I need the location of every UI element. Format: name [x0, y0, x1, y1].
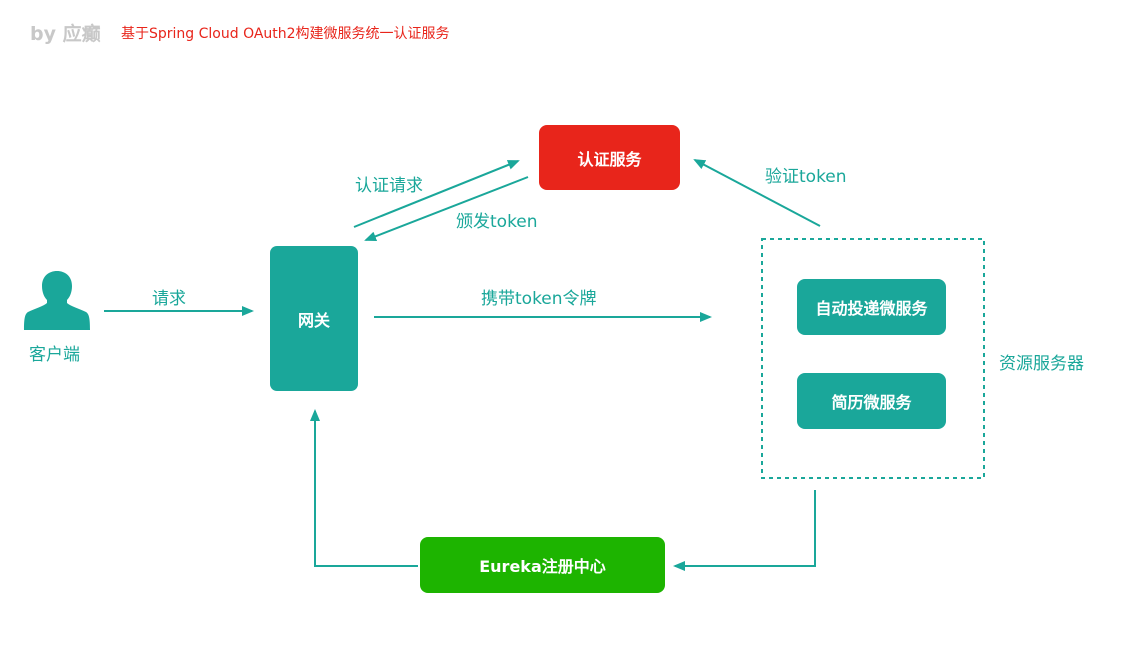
auto-delivery-service-node: 自动投递微服务: [797, 279, 946, 335]
auth-service-node: 认证服务: [539, 125, 680, 190]
diagram-title: 基于Spring Cloud OAuth2构建微服务统一认证服务: [121, 26, 450, 42]
edge-label-issue-token: 颁发token: [456, 212, 538, 232]
arrow-gateway-to-auth: [353, 160, 520, 228]
edge-label-request: 请求: [152, 289, 186, 309]
resource-server-boundary: [761, 238, 985, 479]
gateway-node: 网关: [270, 246, 358, 391]
arrow-eureka-to-gateway: [310, 409, 418, 567]
edge-label-auth-request: 认证请求: [355, 176, 423, 196]
resume-service-node: 简历微服务: [797, 373, 946, 429]
edge-label-carry-token: 携带token令牌: [481, 289, 597, 309]
edge-label-verify-token: 验证token: [765, 167, 847, 187]
arrow-auth-to-gateway: [364, 176, 529, 242]
eureka-registry-node: Eureka注册中心: [420, 537, 665, 593]
arrow-resource-to-auth: [693, 159, 821, 227]
client-label: 客户端: [29, 345, 80, 365]
resource-server-label: 资源服务器: [999, 354, 1084, 374]
author-watermark: by 应癫: [30, 23, 101, 45]
arrow-resource-to-eureka: [673, 490, 816, 571]
user-icon: [24, 271, 90, 330]
